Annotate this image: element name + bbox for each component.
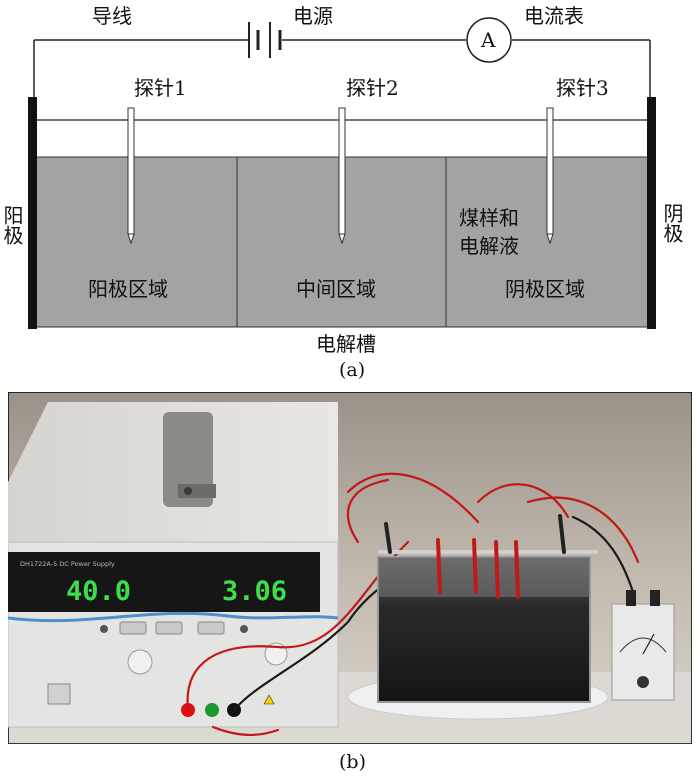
- probe-1: [127, 107, 135, 245]
- probe-2-label: 探针2: [346, 76, 399, 100]
- ammeter-label: 电流表: [524, 4, 584, 28]
- electrode-clip-right: [558, 514, 566, 554]
- psu-model-text: DH1722A-5 DC Power Supply: [20, 560, 115, 568]
- coal-electrolyte-label-line1: 煤样和: [459, 206, 519, 230]
- electrode-clip-left: [384, 522, 392, 554]
- middle-region-label: 中间区域: [296, 277, 376, 301]
- probe-3-label: 探针3: [556, 76, 609, 100]
- psu-indicator-1: [100, 625, 108, 633]
- psu-indicator-2: [240, 625, 248, 633]
- terminal-green: [205, 703, 219, 717]
- psu-button-1: [119, 621, 147, 635]
- psu-knob-right: [264, 642, 288, 666]
- cell-label: 电解槽: [316, 332, 376, 356]
- probe-clip-4: [514, 540, 520, 599]
- cathode-electrode: [647, 97, 656, 329]
- probe-clip-1: [436, 538, 442, 594]
- probe-clip-2: [472, 538, 478, 594]
- cathode-label: 阴极: [660, 203, 684, 243]
- psu-button-2: [155, 621, 183, 635]
- warning-sign: [263, 694, 275, 705]
- experiment-photo: DH1722A-5 DC Power Supply 40.0 3.06: [8, 392, 692, 744]
- ammeter-letter: A: [481, 28, 496, 52]
- psu-knob-left: [127, 649, 153, 675]
- anode-region-label: 阳极区域: [88, 277, 168, 301]
- probe-1-label: 探针1: [134, 76, 187, 100]
- psu-current-readout: 3.06: [222, 576, 287, 607]
- cathode-region-label: 阴极区域: [505, 277, 585, 301]
- psu-display-bezel: [8, 552, 320, 612]
- probe-clip-3: [494, 540, 500, 599]
- psu-handle: [163, 412, 213, 507]
- caption-a: (a): [339, 359, 366, 381]
- anode-electrode: [28, 97, 37, 329]
- psu-power-switch: [47, 683, 71, 705]
- psu-voltage-readout: 40.0: [66, 576, 131, 607]
- ammeter-symbol: [466, 17, 512, 63]
- anode-label: 阳极: [0, 205, 24, 245]
- wire-label: 导线: [92, 4, 132, 28]
- coal-electrolyte-label-line2: 电解液: [459, 234, 519, 258]
- psu-button-3: [197, 621, 225, 635]
- probe-3: [546, 107, 554, 245]
- schematic-diagram: [28, 17, 656, 329]
- caption-b: (b): [339, 751, 366, 773]
- power-label: 电源: [293, 4, 333, 28]
- battery-symbol: [248, 22, 282, 58]
- probe-2: [338, 107, 346, 245]
